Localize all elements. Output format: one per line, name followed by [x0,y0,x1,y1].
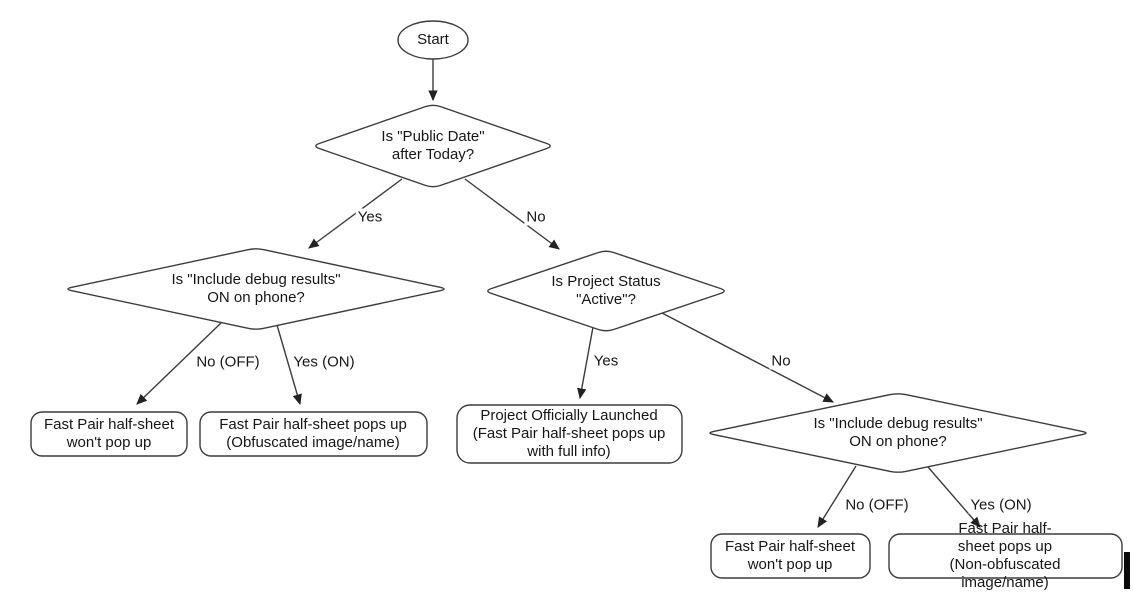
text-caret-artifact [1124,552,1130,589]
decision-public-date-label: Is "Public Date" after Today? [381,128,485,163]
decision-project-status-label: Is Project Status "Active"? [551,273,661,308]
outcome-no-popup-left-label: Fast Pair half-sheet won't pop up [43,416,175,451]
outcome-no-popup-right-label: Fast Pair half-sheet won't pop up [724,538,856,573]
decision-project-status-shape [487,250,725,332]
decision-debug-left-shape [67,248,445,330]
edge-project-status-no [661,312,834,403]
decision-debug-right-shape [709,393,1087,473]
edge-debug-left-yes-on [276,324,302,406]
decision-debug-right-label: Is "Include debug results" ON on phone? [813,415,983,450]
start-node-shape [397,20,469,60]
edge-label-no-mid: No [769,352,793,370]
outcome-non-obfuscated-label: Fast Pair half-sheet pops up (Non-obfusc… [949,520,1061,591]
outcome-obfuscated-label: Fast Pair half-sheet pops up (Obfuscated… [219,416,407,451]
edge-label-yes-mid: Yes [591,352,621,370]
edge-label-yes-top: Yes [355,208,385,226]
outcome-obfuscated-shape [199,411,428,457]
edge-public-date-no [464,178,560,250]
edge-label-no-top: No [524,208,548,226]
decision-public-date-shape [315,104,551,188]
start-node-label: Start [417,31,449,48]
outcome-non-obfuscated-shape [888,533,1123,579]
edge-debug-right-no-off [817,465,857,528]
edge-label-yes-on-right: Yes (ON) [968,496,1034,514]
edge-label-yes-on-left: Yes (ON) [291,353,357,371]
outcome-launched-shape [456,404,683,464]
edge-project-status-yes [577,326,594,400]
outcome-no-popup-left-shape [30,411,188,457]
edge-label-no-off-right: No (OFF) [843,496,911,514]
edge-debug-right-yes-on [927,466,981,528]
edge-label-no-off-left: No (OFF) [194,353,262,371]
decision-debug-left-label: Is "Include debug results" ON on phone? [171,271,341,306]
edge-public-date-yes [308,178,403,249]
edge-debug-left-no-off [136,322,222,405]
outcome-no-popup-right-shape [710,533,871,579]
outcome-launched-label: Project Officially Launched (Fast Pair h… [472,407,666,460]
